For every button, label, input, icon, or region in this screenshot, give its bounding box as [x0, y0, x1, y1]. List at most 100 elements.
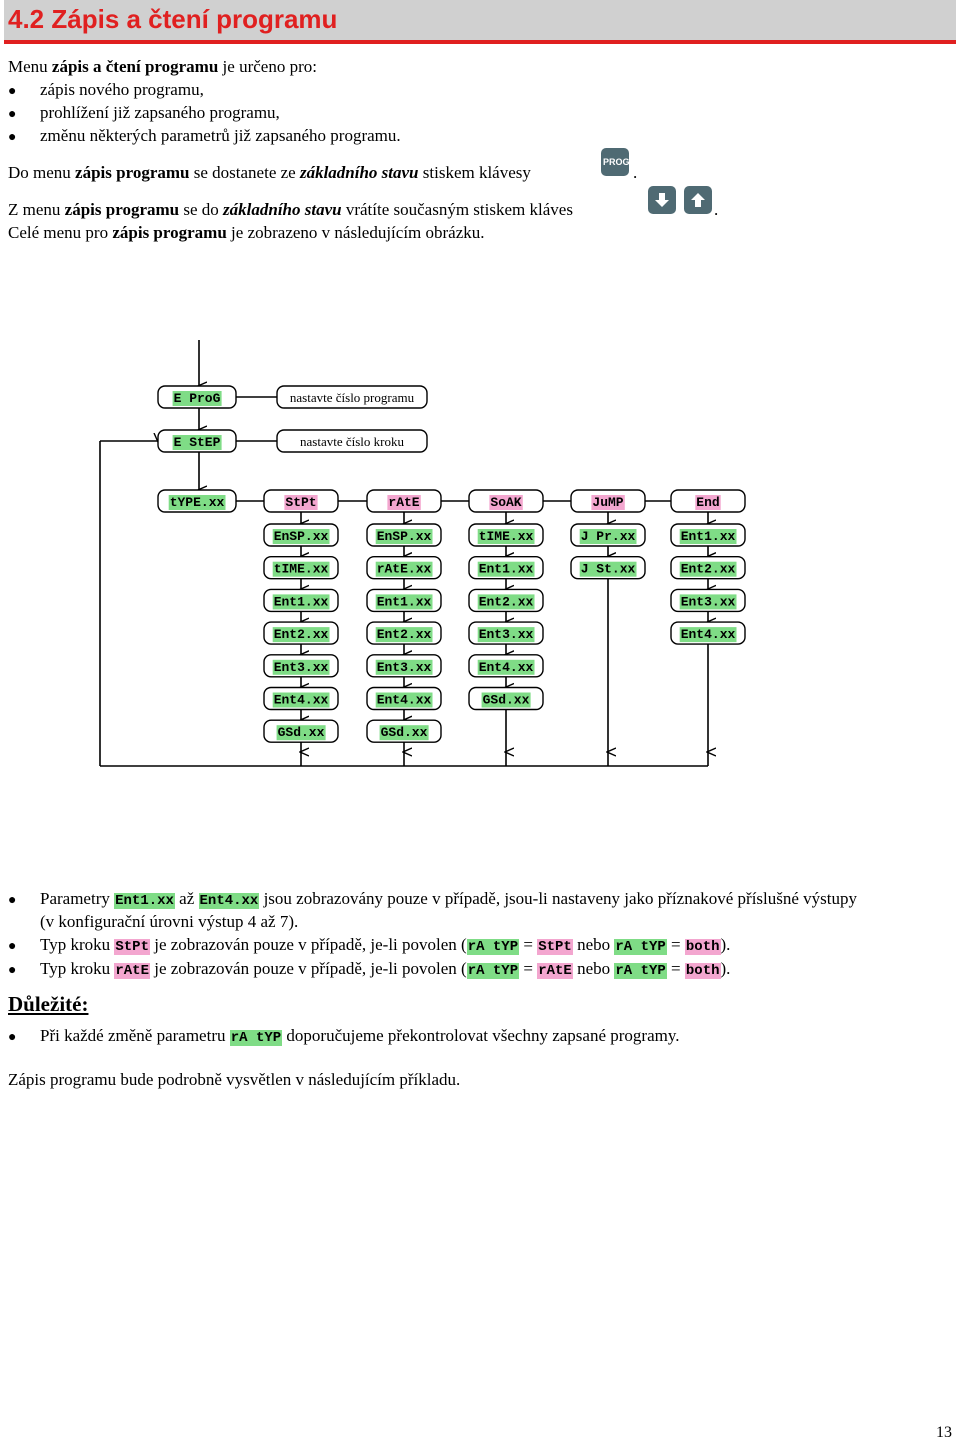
display-highlight	[284, 495, 318, 510]
display-highlight	[272, 561, 330, 577]
param-display-2-3-label: Ent3.xx	[479, 627, 534, 642]
text: Menu	[8, 57, 52, 76]
param-display-0-2: Ent1.xx	[263, 588, 339, 613]
return-keys-line: Z menu zápis programu se do základního s…	[8, 199, 573, 221]
bold-text: zápis programu	[64, 200, 180, 219]
param-display-2-1: Ent1.xx	[468, 555, 544, 580]
step-type-0: StPt	[263, 489, 339, 513]
intro-paragraph: Menu zápis a čtení programu je určeno pr…	[8, 56, 317, 78]
param-display-0-4-label: Ent3.xx	[274, 660, 329, 675]
bold-text: zápis a čtení programu	[51, 57, 219, 76]
display-highlight	[579, 561, 637, 577]
code-label: both	[684, 963, 721, 979]
step-type-2-label: SoAK	[490, 495, 521, 510]
param-display-1-5-label: Ent4.xx	[377, 693, 432, 708]
e-step-note: nastavte číslo kroku	[276, 429, 428, 453]
display-highlight	[375, 529, 433, 544]
display-highlight	[272, 529, 330, 544]
prog-key-label: PROG	[603, 157, 630, 167]
step-type-4-label: End	[696, 495, 719, 510]
param-display-2-4-label: Ent4.xx	[479, 660, 534, 675]
display-highlight	[477, 561, 535, 577]
text: doporučujeme překontrolovat všechny zaps…	[282, 1026, 680, 1045]
param-display-1-2: Ent1.xx	[366, 588, 442, 613]
text: až	[174, 889, 199, 908]
param-display-1-3: Ent2.xx	[366, 621, 442, 645]
param-display-3-1-label: J St.xx	[581, 562, 636, 577]
bold-text: zápis programu	[75, 163, 190, 182]
e-step-display-label: E StEP	[174, 435, 221, 450]
param-display-0-2-label: Ent1.xx	[274, 594, 329, 609]
param-display-3-0-label: J Pr.xx	[581, 529, 636, 544]
display-highlight	[375, 692, 433, 708]
bullet-icon: ●	[8, 963, 17, 978]
code-label: Ent4.xx	[198, 893, 260, 909]
text: se dostanete ze	[189, 163, 300, 182]
text: Typ kroku	[40, 935, 115, 954]
step-type-2: SoAK	[468, 489, 544, 513]
param-display-1-0-label: EnSP.xx	[377, 529, 432, 544]
note-bullet-3: ● Typ kroku rAtE je zobrazován pouze v p…	[8, 958, 730, 982]
text: je určeno pro:	[218, 57, 317, 76]
code-label: rA tYP	[229, 1030, 283, 1046]
bullet-icon: ●	[8, 893, 17, 908]
display-highlight	[679, 561, 737, 577]
param-display-2-4: Ent4.xx	[468, 654, 544, 678]
param-display-0-5: Ent4.xx	[263, 686, 339, 711]
display-highlight	[168, 495, 226, 510]
code-label: rA tYP	[614, 963, 667, 979]
text: .	[714, 200, 719, 219]
text: Z menu	[8, 200, 65, 219]
display-highlight	[679, 594, 737, 610]
intro-bullet-3: ● změnu některých parametrů již zapsanéh…	[8, 125, 401, 149]
e-prog-display-label: E ProG	[174, 391, 221, 406]
param-display-4-2-label: Ent3.xx	[681, 594, 736, 609]
step-type-3-label: JuMP	[592, 495, 623, 510]
bullet-icon: ●	[8, 130, 17, 145]
note-bullet-1: ● Parametry Ent1.xx až Ent4.xx jsou zobr…	[8, 888, 857, 912]
arrow-down-key-icon	[648, 186, 676, 214]
param-display-1-0: EnSP.xx	[366, 523, 442, 547]
display-highlight	[272, 659, 330, 675]
display-highlight	[591, 495, 625, 510]
text: =	[519, 935, 538, 954]
diagram-connectors	[99, 340, 708, 767]
footer-paragraph: Zápis programu bude podrobně vysvětlen v…	[8, 1070, 461, 1089]
param-display-1-1-label: rAtE.xx	[377, 562, 432, 577]
display-highlight	[477, 659, 535, 675]
param-display-0-4: Ent3.xx	[263, 654, 339, 678]
param-display-2-0-label: tIME.xx	[479, 529, 534, 544]
param-display-1-6-label: GSd.xx	[381, 725, 428, 740]
display-highlight	[375, 594, 433, 610]
param-display-2-1-label: Ent1.xx	[479, 562, 534, 577]
param-display-0-5-label: Ent4.xx	[274, 693, 329, 708]
prog-key-icon: PROG	[601, 148, 630, 176]
step-type-4: End	[670, 489, 746, 513]
display-highlight	[375, 659, 433, 675]
param-display-1-2-label: Ent1.xx	[377, 594, 432, 609]
bold-italic-text: základního stavu	[299, 163, 419, 182]
display-highlight	[695, 495, 721, 510]
param-display-2-3: Ent3.xx	[468, 621, 544, 645]
important-text: Při každé změně parametru rA tYP doporuč…	[40, 1025, 680, 1049]
bullet-text: prohlížení již zapsaného programu,	[40, 103, 280, 122]
section-title: 4.2 Zápis a čtení programu	[8, 4, 338, 34]
param-display-1-4: Ent3.xx	[366, 654, 442, 678]
text: Typ kroku	[40, 959, 115, 978]
code-label: both	[684, 939, 721, 955]
text: ).	[720, 959, 731, 978]
display-highlight	[489, 495, 523, 510]
text: jsou zobrazovány pouze v případě, jsou-l…	[259, 889, 858, 908]
code-label: Ent1.xx	[114, 893, 175, 909]
param-display-3-0: J Pr.xx	[570, 523, 646, 547]
bullet-icon: ●	[8, 107, 17, 122]
text: Do menu	[8, 163, 76, 182]
text: Při každé změně parametru	[40, 1026, 230, 1045]
prog-key-line: Do menu zápis programu se dostanete ze z…	[8, 162, 531, 184]
display-highlight	[481, 692, 531, 708]
param-display-2-2-label: Ent2.xx	[479, 594, 534, 609]
text: nebo	[572, 935, 615, 954]
bullet-icon: ●	[8, 1030, 17, 1045]
param-display-0-0: EnSP.xx	[263, 523, 339, 547]
text: .	[633, 163, 638, 182]
